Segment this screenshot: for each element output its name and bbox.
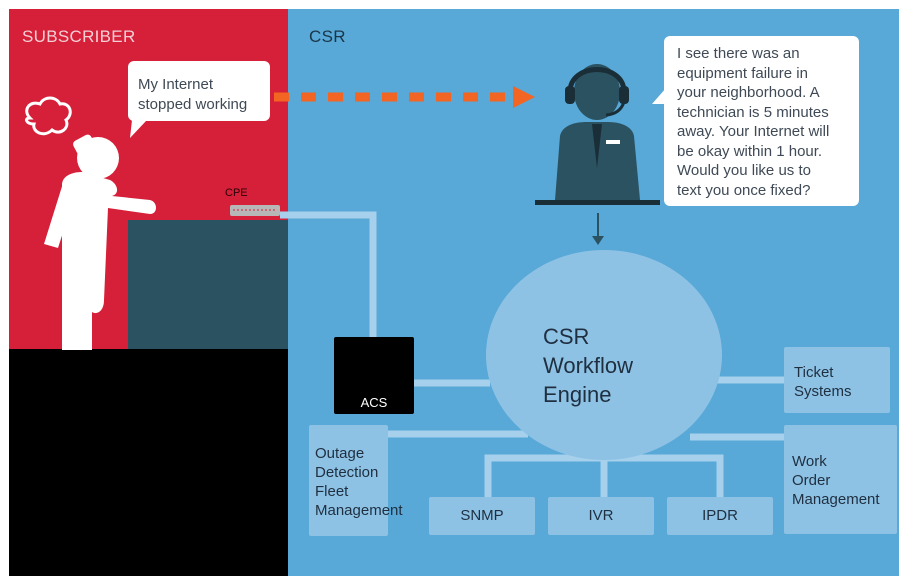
work-order-line: Order	[792, 472, 831, 489]
csr-speech-line: equipment failure in	[677, 64, 808, 82]
csr-workflow-engine	[486, 250, 722, 460]
subscriber-desk	[128, 220, 288, 349]
outage-detection-box: Outage Detection Fleet Management	[309, 425, 403, 536]
subscriber-lower-panel	[9, 349, 288, 576]
subscriber-bubble-tail	[130, 120, 146, 138]
orange-arrowhead	[513, 86, 535, 108]
work-order-line: Work	[792, 453, 827, 470]
csr-speech-line: away. Your Internet will	[677, 123, 830, 140]
ticket-systems-line: Systems	[794, 383, 852, 400]
subscriber-speech-line: My Internet	[138, 76, 214, 93]
csr-speech-line: your neighborhood. A	[677, 84, 820, 101]
csr-speech-bubble: I see there was an equipment failure in …	[664, 36, 859, 206]
ipdr-box: IPDR	[667, 497, 773, 535]
work-order-line: Management	[792, 491, 880, 508]
csr-speech-line: technician is 5 minutes	[677, 103, 829, 121]
csr-speech-line: I see there was an	[677, 45, 800, 62]
ivr-box: IVR	[548, 497, 654, 535]
csr-agent-icon	[535, 64, 660, 205]
csr-speech-line: text you once fixed?	[677, 181, 811, 199]
csr-speech-line: Would you like us to	[677, 162, 811, 179]
csr-engine-arrowhead	[592, 236, 604, 245]
outage-line: Management	[315, 502, 403, 519]
csr-bubble-tail	[652, 88, 666, 104]
cpe-acs-connector	[280, 211, 377, 337]
ticket-systems-box: Ticket Systems	[784, 347, 890, 413]
acs-label: ACS	[360, 395, 388, 410]
engine-label-line: Engine	[543, 382, 612, 407]
outage-line: Detection	[315, 464, 379, 481]
snmp-box: SNMP	[429, 497, 535, 535]
engine-label: CSR Workflow Engine	[543, 322, 633, 409]
cpe-label: CPE	[225, 187, 248, 199]
acs-box	[334, 337, 414, 414]
frustrated-subscriber-icon	[25, 96, 156, 350]
csr-section-label: CSR	[309, 27, 346, 46]
subscriber-speech-line: stopped working	[138, 95, 248, 113]
outage-line: Outage	[315, 445, 365, 462]
engine-label-line: Workflow	[543, 353, 634, 378]
csr-speech-line: be okay within 1 hour.	[677, 142, 823, 160]
ticket-systems-line: Ticket	[794, 364, 834, 381]
engine-label-line: CSR	[543, 324, 590, 349]
subscriber-speech-bubble: My Internet stopped working	[128, 61, 270, 121]
outage-line: Fleet	[315, 483, 349, 500]
work-order-management-box: Work Order Management	[784, 425, 897, 534]
subscriber-section-label: SUBSCRIBER	[22, 27, 136, 46]
